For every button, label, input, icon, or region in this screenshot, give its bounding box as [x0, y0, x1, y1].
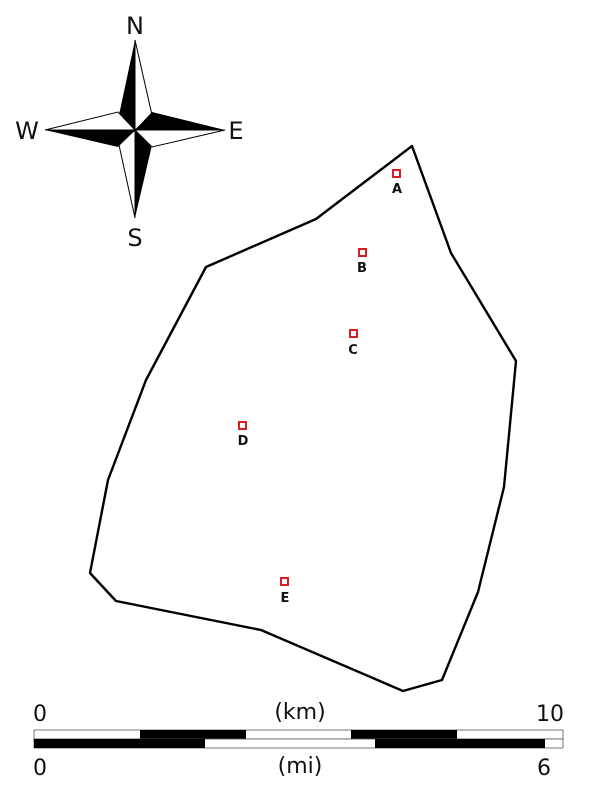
site-marker: [358, 248, 367, 257]
compass-label-south: S: [127, 224, 142, 252]
site-B: B: [357, 248, 367, 276]
site-label: B: [357, 261, 367, 276]
scale-km-max: 10: [536, 702, 564, 727]
study-area-boundary: [88, 144, 518, 693]
site-D: D: [238, 421, 249, 449]
site-marker: [349, 329, 358, 338]
site-label: E: [281, 591, 290, 606]
site-marker: [280, 577, 289, 586]
site-label: A: [392, 182, 402, 197]
site-marker: [238, 421, 247, 430]
scale-km-min: 0: [33, 702, 47, 727]
scale-mi-max: 6: [537, 756, 551, 781]
site-label: C: [348, 343, 358, 358]
compass-label-north: N: [126, 12, 144, 40]
compass-rose-icon: [44, 39, 226, 219]
compass-label-east: E: [228, 117, 243, 145]
scale-km-unit: (km): [274, 700, 325, 725]
scale-mi-unit: (mi): [278, 754, 323, 779]
compass-label-west: W: [15, 117, 39, 145]
scale-bar: [33, 729, 564, 749]
site-label: D: [238, 434, 249, 449]
site-C: C: [348, 329, 358, 358]
site-E: E: [280, 577, 290, 606]
scale-mi-min: 0: [33, 756, 47, 781]
site-marker: [392, 169, 401, 178]
site-A: A: [392, 169, 402, 197]
